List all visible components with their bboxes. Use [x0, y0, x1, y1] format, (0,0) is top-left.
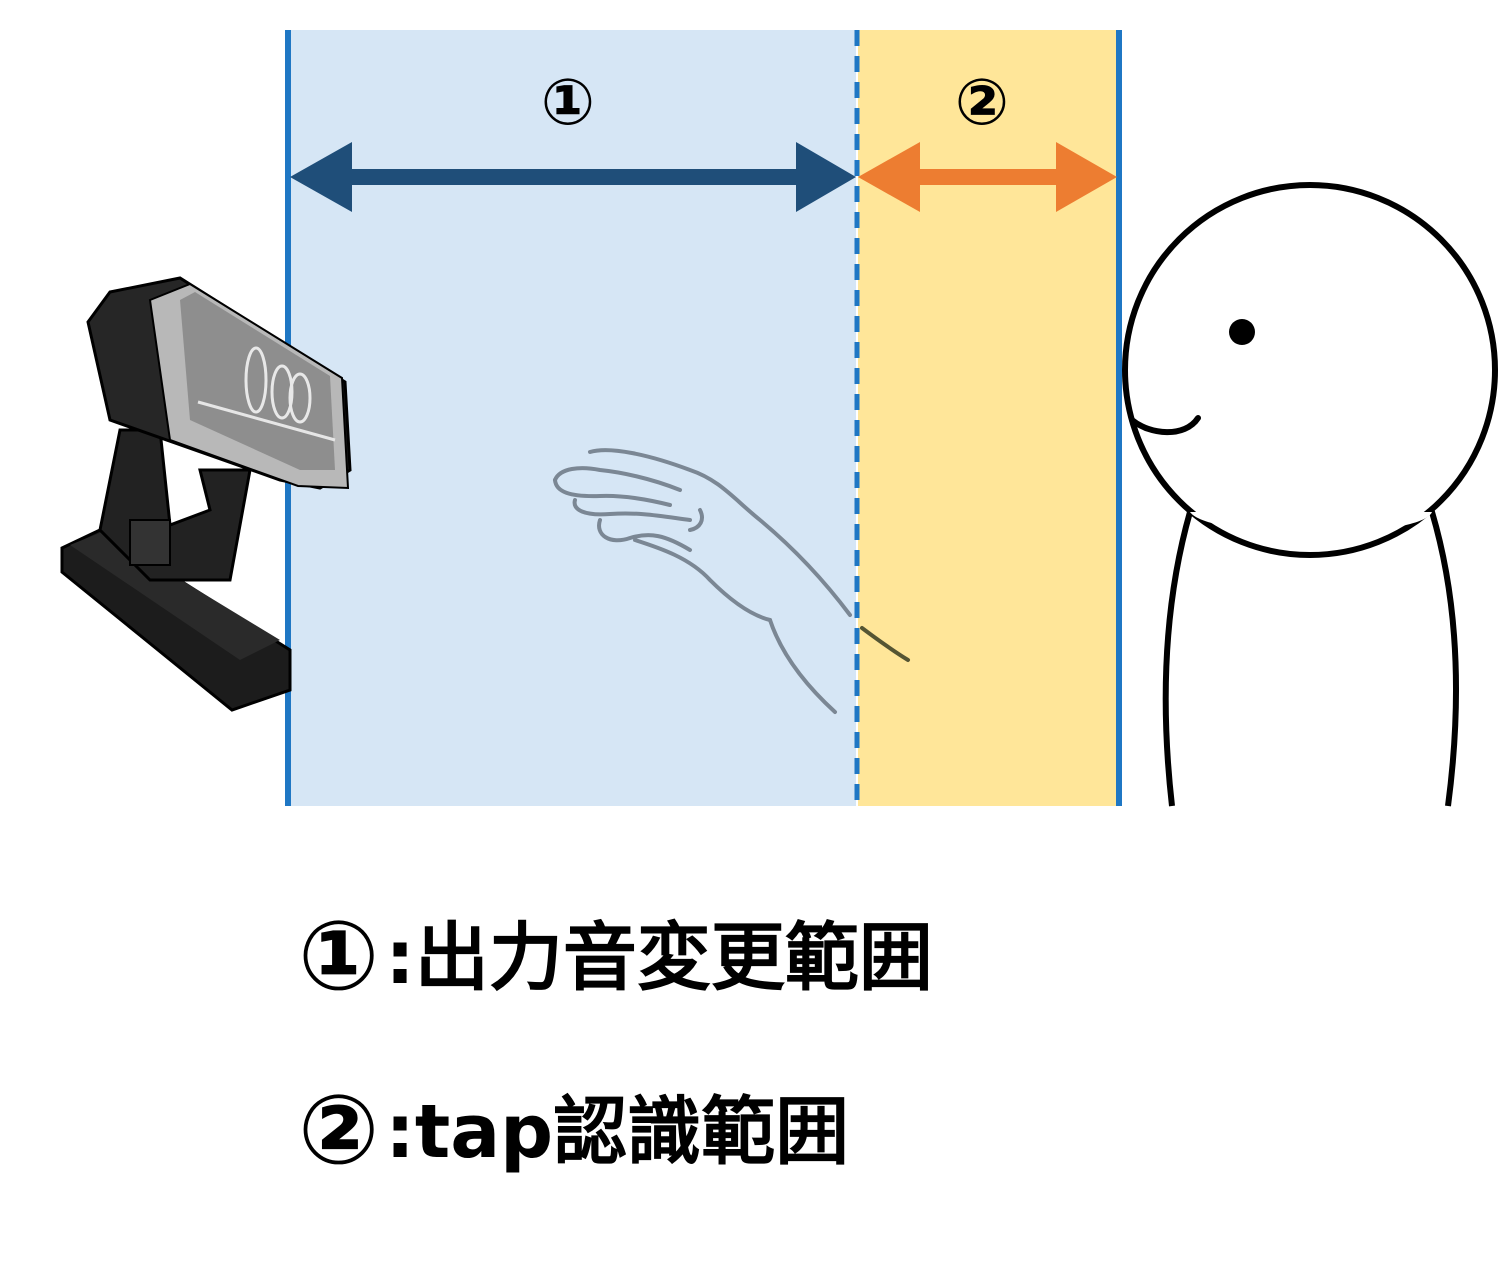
legend-item-1: ①:出力音変更範囲: [298, 908, 933, 1004]
person-icon: [1122, 182, 1498, 807]
legend-item-2: ②:tap認識範囲: [298, 1082, 849, 1178]
hand-finger-tip: [860, 626, 910, 662]
hand-icon: [553, 448, 852, 714]
camera-icon: [60, 276, 352, 712]
zone-1-marker: ①: [541, 66, 595, 140]
zone-1-arrow: [290, 142, 856, 212]
legend-2-text: :tap認識範囲: [385, 1089, 850, 1175]
person-eye: [1229, 319, 1255, 345]
zone-2-area: [858, 30, 1118, 806]
zone-1-area: [288, 30, 856, 806]
person-smile: [1129, 415, 1201, 436]
legend-1-text: :出力音変更範囲: [385, 915, 933, 1001]
legend-2-marker: ②: [298, 1074, 380, 1186]
zone-2-marker: ②: [955, 66, 1009, 140]
zone-2-arrow: [858, 142, 1117, 212]
legend-1-marker: ①: [298, 900, 380, 1012]
